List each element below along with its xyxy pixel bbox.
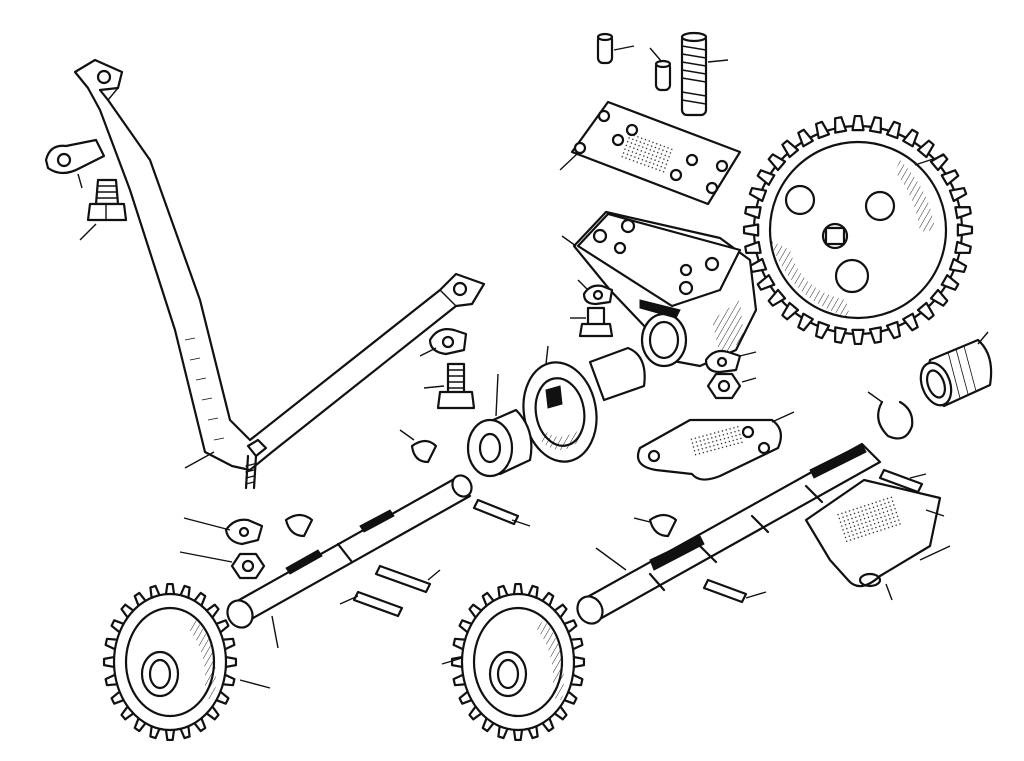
tab-washer-icon (44, 138, 106, 189)
tab-washer-icon (419, 328, 468, 357)
tab-washer-icon (183, 517, 264, 546)
woodruff-key-icon (399, 429, 438, 464)
hex-nut-icon (179, 551, 266, 580)
strainer-gasket-plate (804, 478, 951, 601)
gear-tooth (885, 120, 902, 140)
gear-tooth (954, 240, 972, 254)
spur-gear-small-icon (441, 582, 586, 742)
bush-icon (919, 331, 993, 408)
gear-tooth (797, 312, 814, 332)
gear-tooth (797, 128, 814, 148)
gear-tooth (744, 206, 762, 220)
gear-tooth (851, 114, 865, 132)
gear-tooth (916, 301, 935, 321)
gear-tooth (902, 312, 919, 332)
gear-tooth (940, 169, 960, 186)
gear-tooth (948, 257, 968, 274)
gear-tooth (781, 301, 800, 321)
hex-bolt-icon (79, 178, 128, 241)
gear-tooth (954, 206, 972, 220)
gear-tooth (814, 120, 831, 140)
gear-tooth (834, 326, 848, 344)
hex-nut-icon (706, 372, 757, 400)
gear-tooth (948, 186, 968, 203)
spur-gear-large-icon (742, 114, 974, 346)
gear-tooth (744, 240, 762, 254)
gear-tooth (756, 169, 776, 186)
gear-tooth (940, 274, 960, 291)
gear-tooth (834, 116, 848, 134)
woodruff-key-icon (284, 513, 314, 538)
gear-tooth (748, 186, 768, 203)
spur-gear-small-icon (102, 582, 271, 742)
tab-washer-icon (577, 279, 614, 306)
gear-tooth (767, 153, 787, 172)
gear-tooth (742, 223, 760, 237)
gear-tooth (851, 328, 865, 346)
woodruff-key-icon (633, 513, 678, 538)
circlip-icon (867, 391, 914, 440)
gear-tooth (916, 139, 935, 159)
pin-icon (374, 564, 441, 594)
dowel-pin-icon (649, 47, 672, 92)
gear-tooth (814, 320, 831, 340)
stepped-shaft (576, 442, 882, 625)
gear-tooth (767, 288, 787, 307)
tab-washer-icon (704, 349, 757, 374)
threaded-stud-icon (680, 31, 729, 117)
gear-tooth (885, 320, 902, 340)
cover-gasket-plate (636, 411, 795, 481)
gear-tooth (956, 223, 974, 237)
gear-tooth (929, 288, 949, 307)
pin-icon (472, 498, 531, 527)
pin-icon (339, 590, 404, 618)
gear-tooth (756, 274, 776, 291)
gear-tooth (902, 128, 919, 148)
hex-bolt-icon (423, 362, 476, 410)
bent-strap-bracket (73, 58, 486, 490)
pin-icon (702, 578, 767, 604)
rotor-icon (522, 345, 646, 463)
collar-icon (466, 373, 533, 478)
pump-housing (561, 210, 758, 368)
gear-tooth (868, 326, 882, 344)
top-gasket-plate (559, 100, 742, 206)
shaft (226, 474, 473, 649)
hex-bolt-icon (570, 306, 614, 338)
gear-tooth (781, 139, 800, 159)
dowel-pin-icon (596, 32, 635, 65)
gear-tooth (868, 116, 882, 134)
